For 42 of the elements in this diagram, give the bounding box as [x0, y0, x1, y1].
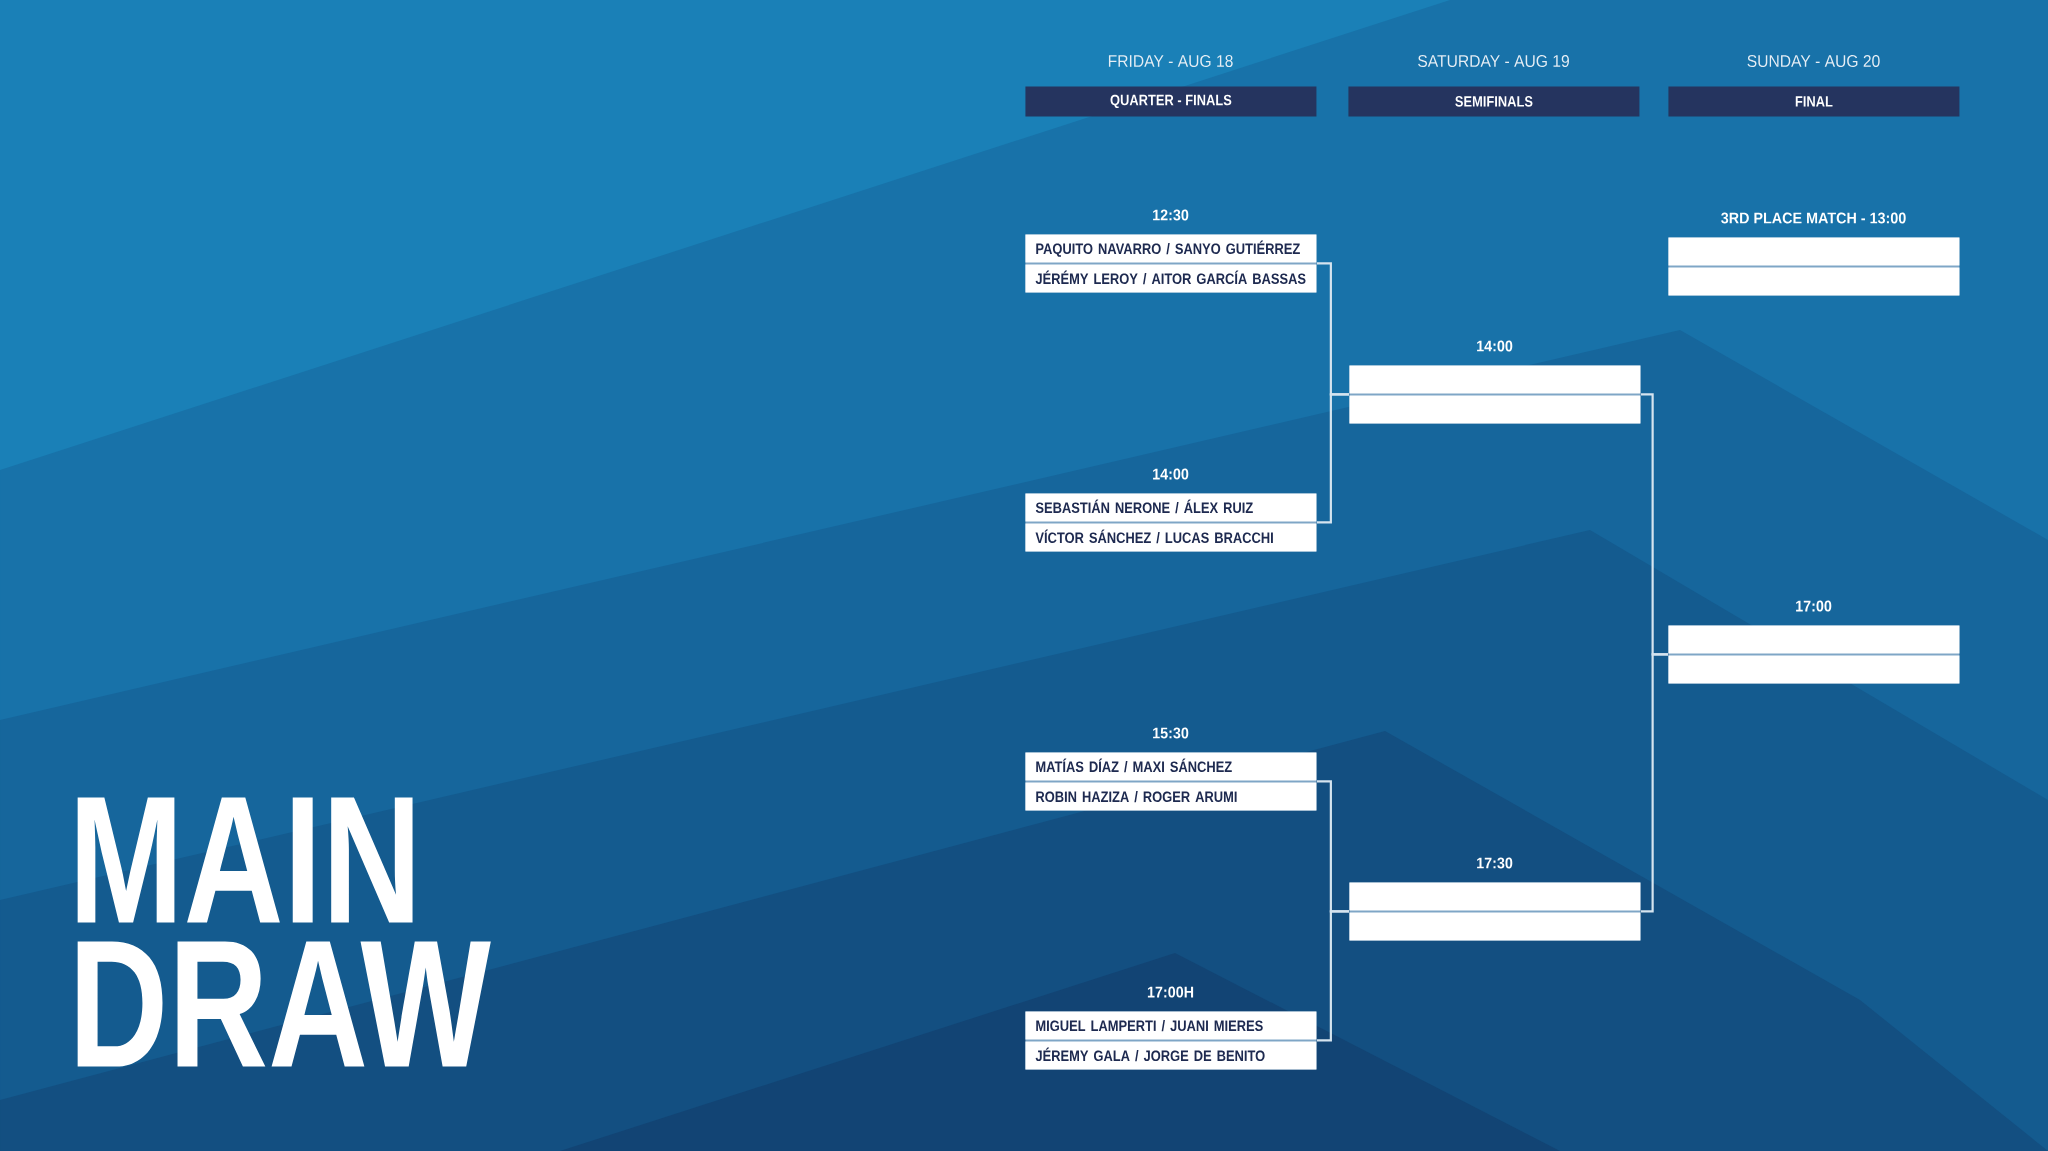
team-slot: JÉRÉMY LEROY / AITOR GARCÍA BASSAS	[1025, 264, 1317, 293]
node-label: MATÍAS DÍAZ / MAXI SÁNCHEZ	[1036, 758, 1232, 773]
title: MAIN DRAW	[77, 797, 491, 1067]
empty-slot	[1668, 267, 1960, 296]
team-slot: MATÍAS DÍAZ / MAXI SÁNCHEZ	[1025, 752, 1317, 781]
empty-slot	[1668, 625, 1960, 654]
node-label: JÉRÉMY LEROY / AITOR GARCÍA BASSAS	[1035, 270, 1306, 285]
empty-slot	[1349, 882, 1641, 911]
node-label: MIGUEL LAMPERTI / JUANI MIERES	[1036, 1020, 1263, 1032]
team-slot: SEBASTIÁN NERONE / ÁLEX RUIZ	[1025, 493, 1317, 522]
match-time: 14:00	[1477, 340, 1513, 352]
empty-slot	[1668, 655, 1960, 684]
node-label: VÍCTOR SÁNCHEZ / LUCAS BRACCHI	[1035, 529, 1273, 544]
empty-slot	[1349, 912, 1641, 941]
bracket-line	[1640, 653, 1669, 913]
node-label: JÉREMY GALA / JORGE DE BENITO	[1035, 1047, 1265, 1062]
empty-slot	[1668, 237, 1960, 266]
day-label: SATURDAY - AUG 19	[1418, 55, 1569, 67]
match-time: 14:00	[1153, 468, 1189, 480]
round-banner: SEMIFINALS	[1348, 86, 1640, 117]
round-banner: FINAL	[1668, 86, 1960, 117]
day-label: FRIDAY - AUG 18	[1108, 55, 1233, 67]
bracket-line	[1316, 393, 1349, 524]
team-slot: PAQUITO NAVARRO / SANYO GUTIÉRREZ	[1025, 234, 1317, 263]
team-slot: MIGUEL LAMPERTI / JUANI MIERES	[1025, 1011, 1317, 1040]
match-time: 17:00H	[1147, 986, 1194, 998]
match-time: 17:00	[1796, 600, 1832, 612]
match-time: 17:30	[1477, 857, 1513, 869]
team-slot: JÉREMY GALA / JORGE DE BENITO	[1025, 1041, 1317, 1070]
node-label: PAQUITO NAVARRO / SANYO GUTIÉRREZ	[1036, 240, 1300, 257]
bracket-line	[1316, 910, 1349, 1042]
team-slot: ROBIN HAZIZA / ROGER ARUMI	[1025, 782, 1317, 811]
empty-slot	[1349, 395, 1641, 424]
match-time: 3RD PLACE MATCH - 13:00	[1721, 212, 1906, 224]
match-time: 12:30	[1153, 209, 1189, 221]
team-slot: VÍCTOR SÁNCHEZ / LUCAS BRACCHI	[1025, 523, 1317, 552]
day-label: SUNDAY - AUG 20	[1747, 55, 1880, 67]
round-banner: QUARTER - FINALS	[1025, 86, 1317, 117]
match-time: 15:30	[1153, 727, 1189, 739]
node-label: ROBIN HAZIZA / ROGER ARUMI	[1036, 791, 1237, 803]
node-label: SEBASTIÁN NERONE / ÁLEX RUIZ	[1035, 499, 1253, 514]
empty-slot	[1349, 365, 1641, 394]
